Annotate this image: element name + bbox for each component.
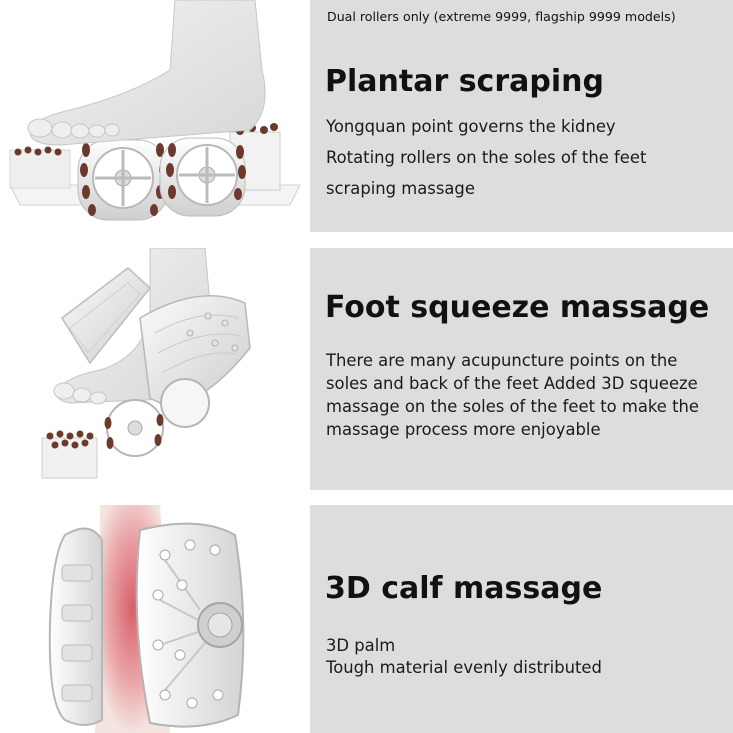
calf-massage-image (0, 505, 310, 733)
calf-massage-panel: 3D calf massage 3D palm Tough material e… (310, 505, 733, 733)
section-line: There are many acupuncture points on the (326, 351, 678, 370)
models-note: Dual rollers only (extreme 9999, flagshi… (327, 9, 676, 24)
section-line: Yongquan point governs the kidney (326, 117, 616, 136)
foot-rollers-illustration (9, 0, 301, 221)
section-line: Tough material evenly distributed (326, 658, 602, 677)
section-line: scraping massage (326, 179, 475, 198)
section-line: Rotating rollers on the soles of the fee… (326, 148, 647, 167)
section-line: soles and back of the feet Added 3D sque… (326, 374, 698, 393)
foot-squeeze-panel: Foot squeeze massage There are many acup… (310, 248, 733, 490)
plantar-scraping-image (0, 0, 310, 232)
foot-squeeze-image (0, 248, 310, 490)
roller-right (159, 137, 246, 217)
section-title-foot-squeeze: Foot squeeze massage (325, 290, 710, 325)
section-line: massage on the soles of the feet to make… (326, 397, 699, 416)
section-title-plantar-scraping: Plantar scraping (325, 64, 604, 99)
section-line: massage process more enjoyable (326, 420, 601, 439)
calf-pads-illustration (48, 505, 245, 733)
section-line: 3D palm (326, 636, 396, 655)
section-title-calf-massage: 3D calf massage (325, 571, 603, 606)
roller-left (77, 139, 169, 221)
foot-squeeze-illustration (41, 248, 251, 479)
plantar-scraping-panel: Dual rollers only (extreme 9999, flagshi… (310, 0, 733, 232)
